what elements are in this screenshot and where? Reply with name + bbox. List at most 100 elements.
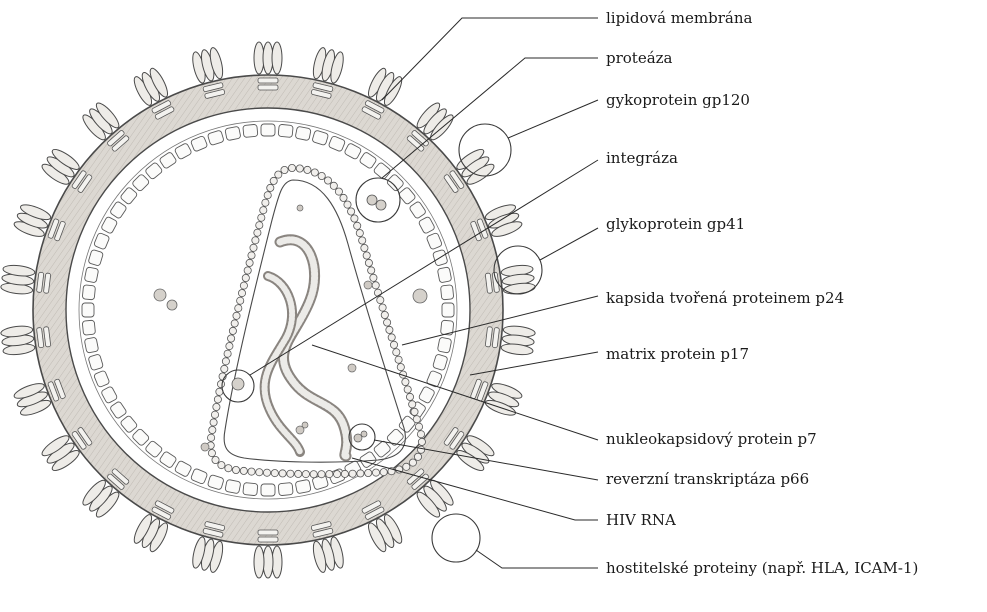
p24-bead bbox=[250, 244, 257, 251]
leader-integrase bbox=[250, 160, 598, 375]
matrix-cell bbox=[88, 354, 104, 371]
p24-bead bbox=[372, 469, 379, 476]
matrix-cell bbox=[328, 135, 346, 151]
p24-bead bbox=[222, 358, 229, 365]
p24-bead bbox=[229, 327, 236, 334]
p24-bead bbox=[377, 297, 384, 304]
p24-bead bbox=[295, 470, 302, 477]
p24-bead bbox=[221, 365, 228, 372]
matrix-cell bbox=[225, 479, 241, 494]
matrix-cell bbox=[437, 337, 452, 353]
matrix-cell bbox=[174, 460, 192, 477]
p24-bead bbox=[209, 426, 216, 433]
p24-bead bbox=[388, 334, 395, 341]
matrix-cell bbox=[426, 232, 442, 250]
p24-bead bbox=[302, 471, 309, 478]
p24-bead bbox=[363, 252, 370, 259]
p24-bead bbox=[341, 470, 348, 477]
matrix-cell bbox=[426, 370, 442, 388]
p24-bead bbox=[256, 469, 263, 476]
matrix-cell bbox=[190, 468, 208, 484]
p24-bead bbox=[409, 459, 416, 466]
free-particle bbox=[167, 300, 177, 310]
p24-bead bbox=[356, 230, 363, 237]
p24-bead bbox=[279, 470, 286, 477]
matrix-cell bbox=[82, 303, 94, 317]
p24-bead bbox=[214, 396, 221, 403]
p24-bead bbox=[208, 450, 215, 457]
matrix-cell bbox=[295, 479, 311, 494]
p24-bead bbox=[237, 297, 244, 304]
p24-bead bbox=[275, 171, 282, 178]
p24-bead bbox=[296, 165, 303, 172]
free-particle bbox=[348, 364, 356, 372]
p24-bead bbox=[379, 304, 386, 311]
matrix-cell bbox=[344, 143, 362, 160]
p24-bead bbox=[404, 386, 411, 393]
p24-bead bbox=[217, 381, 224, 388]
matrix-cell bbox=[261, 484, 275, 496]
p24-bead bbox=[361, 244, 368, 251]
label-host-proteins: hostitelské proteiny (např. HLA, ICAM-1) bbox=[606, 559, 918, 577]
p24-bead bbox=[304, 166, 311, 173]
p24-bead bbox=[248, 252, 255, 259]
gp41-stem bbox=[258, 537, 278, 542]
p24-bead bbox=[244, 267, 251, 274]
label-hiv-rna: HIV RNA bbox=[606, 511, 676, 529]
matrix-cell bbox=[418, 386, 435, 404]
matrix-cell bbox=[295, 126, 311, 141]
free-particle bbox=[297, 205, 303, 211]
p24-bead bbox=[218, 462, 225, 469]
matrix-cell bbox=[93, 370, 109, 388]
p24-bead bbox=[413, 416, 420, 423]
p24-bead bbox=[374, 289, 381, 296]
p24-bead bbox=[226, 343, 233, 350]
leader-host-proteins bbox=[476, 550, 598, 568]
label-capsid: kapsida tvořená proteinem p24 bbox=[606, 289, 844, 307]
p24-bead bbox=[271, 470, 278, 477]
callout-protease bbox=[356, 178, 400, 222]
label-lipid-membrane: lipidová membrána bbox=[606, 9, 753, 27]
p24-bead bbox=[233, 312, 240, 319]
p24-bead bbox=[349, 470, 356, 477]
p24-bead bbox=[372, 282, 379, 289]
callout-host-proteins bbox=[432, 514, 480, 562]
p24-bead bbox=[258, 214, 265, 221]
p24-bead bbox=[211, 411, 218, 418]
p24-bead bbox=[238, 290, 245, 297]
label-matrix: matrix protein p17 bbox=[606, 345, 749, 363]
p24-bead bbox=[334, 471, 341, 478]
p24-bead bbox=[340, 194, 347, 201]
p24-bead bbox=[380, 469, 387, 476]
leader-gp120 bbox=[508, 100, 598, 138]
p24-bead bbox=[267, 184, 274, 191]
p24-bead bbox=[228, 335, 235, 342]
p24-bead bbox=[212, 456, 219, 463]
p24-bead bbox=[318, 172, 325, 179]
p24-bead bbox=[263, 469, 270, 476]
matrix-cell bbox=[243, 482, 258, 495]
free-particle bbox=[154, 289, 166, 301]
label-nucleocapsid: nukleokapsidový protein p7 bbox=[606, 430, 817, 448]
matrix-cell bbox=[207, 130, 224, 146]
p24-bead bbox=[418, 446, 425, 453]
p24-bead bbox=[411, 408, 418, 415]
p24-bead bbox=[242, 274, 249, 281]
p24-bead bbox=[264, 192, 271, 199]
matrix-cell bbox=[243, 124, 258, 137]
integrase-particle bbox=[232, 378, 244, 390]
matrix-cell bbox=[440, 285, 453, 300]
matrix-cell bbox=[432, 354, 448, 371]
p24-bead bbox=[359, 237, 366, 244]
p24-bead bbox=[417, 431, 424, 438]
p24-bead bbox=[409, 401, 416, 408]
matrix-cell bbox=[278, 124, 293, 137]
p24-bead bbox=[414, 453, 421, 460]
p24-bead bbox=[246, 259, 253, 266]
matrix-cell bbox=[418, 216, 435, 234]
matrix-cell bbox=[312, 130, 329, 146]
matrix-cell bbox=[82, 285, 95, 300]
matrix-cell bbox=[190, 135, 208, 151]
p24-bead bbox=[262, 199, 269, 206]
matrix-layer bbox=[79, 121, 457, 499]
